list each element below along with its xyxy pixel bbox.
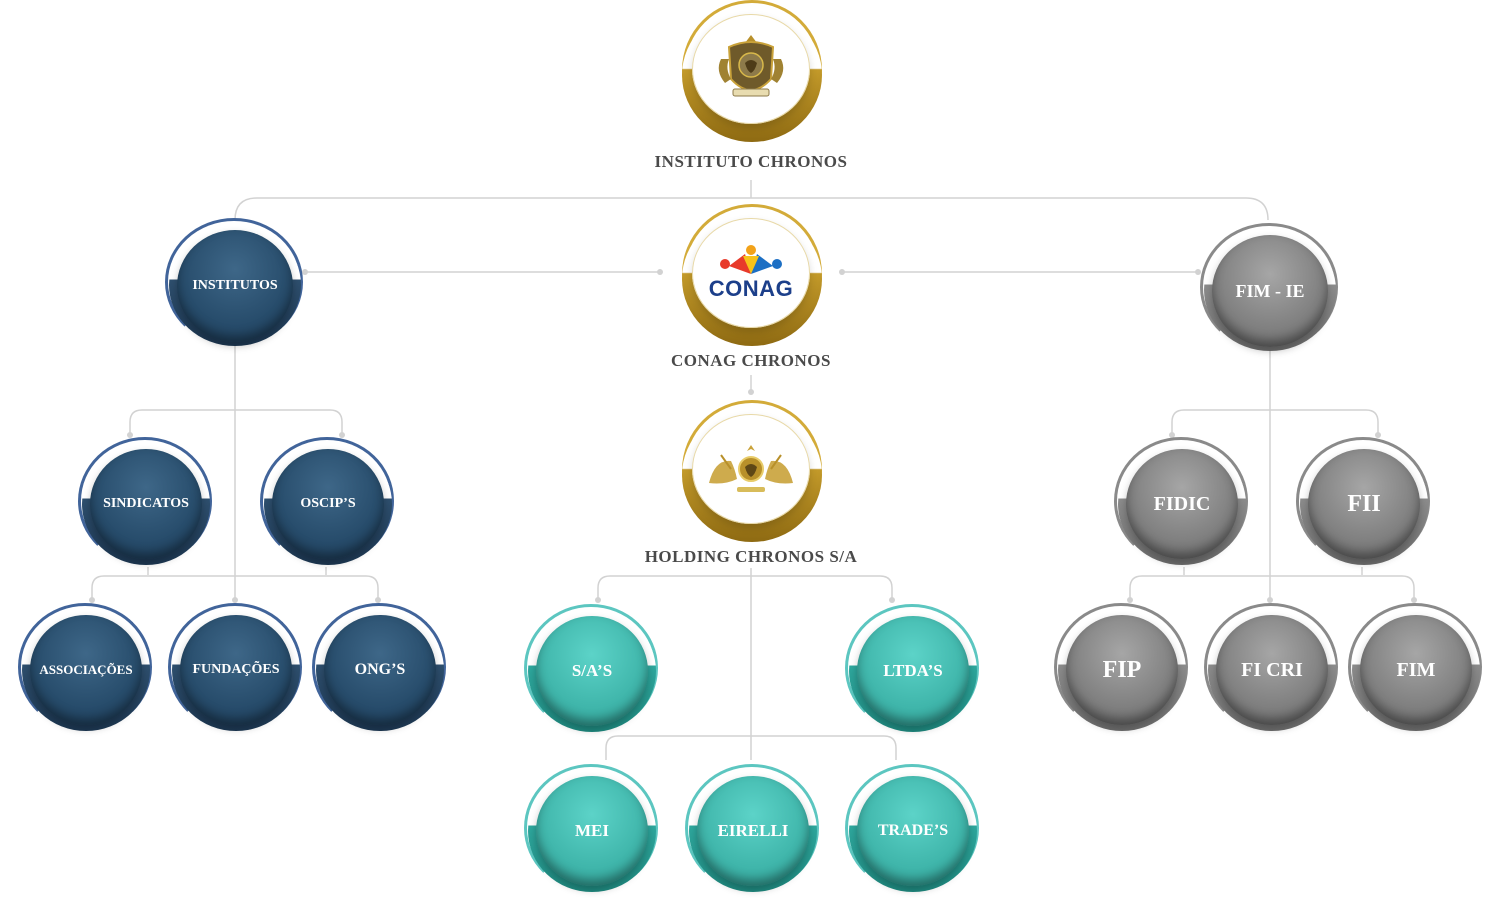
mei-label: MEI — [575, 821, 609, 840]
holding-chronos-label: HOLDING CHRONOS S/A — [644, 547, 858, 566]
institutos-label: INSTITUTOS — [192, 278, 278, 293]
holding-chronos-node[interactable] — [678, 400, 826, 542]
fi-cri-label: FI CRI — [1241, 658, 1303, 681]
mei-node[interactable]: MEI — [524, 764, 658, 894]
institutos-node[interactable]: INSTITUTOS — [165, 218, 305, 348]
sindicatos-node[interactable]: SINDICATOS — [78, 437, 212, 567]
sindicatos-label: SINDICATOS — [103, 496, 189, 511]
conag-chronos-node[interactable]: CONAG — [678, 204, 826, 346]
associacoes-node[interactable]: ASSOCIAÇÕES — [18, 603, 152, 733]
conag-people-logo-icon: CONAG — [709, 244, 793, 302]
conag-chronos-label: CONAG CHRONOS — [671, 351, 831, 370]
eirelli-label: EIRELLI — [717, 821, 789, 840]
ongs-label: ONG’S — [354, 661, 406, 678]
fi-cri-node[interactable]: FI CRI — [1204, 603, 1338, 733]
associacoes-label: ASSOCIAÇÕES — [39, 662, 133, 677]
crest-lion-emblem-icon — [711, 29, 791, 109]
trades-node[interactable]: TRADE’S — [845, 764, 979, 894]
instituto-chronos-label: INSTITUTO CHRONOS — [654, 152, 848, 171]
trades-label: TRADE’S — [877, 822, 949, 839]
fundacoes-node[interactable]: FUNDAÇÕES — [168, 603, 302, 733]
ltdas-node[interactable]: LTDA’S — [845, 604, 979, 734]
fidic-node[interactable]: FIDIC — [1114, 437, 1248, 567]
oscips-node[interactable]: OSCIP’S — [260, 437, 394, 567]
fundacoes-label: FUNDAÇÕES — [192, 662, 280, 677]
fii-label: FII — [1347, 490, 1381, 517]
fim-node[interactable]: FIM — [1348, 603, 1482, 733]
conag-logo-text: CONAG — [708, 276, 794, 301]
fip-label: FIP — [1102, 656, 1142, 683]
ltdas-label: LTDA’S — [883, 661, 943, 680]
fii-node[interactable]: FII — [1296, 437, 1430, 567]
fim-label: FIM — [1396, 658, 1436, 681]
crest-lions-emblem-icon — [701, 439, 801, 499]
eirelli-node[interactable]: EIRELLI — [685, 764, 819, 894]
fidic-label: FIDIC — [1153, 492, 1211, 515]
oscips-label: OSCIP’S — [300, 496, 356, 511]
instituto-chronos-node[interactable] — [678, 0, 826, 142]
fim-ie-label: FIM - IE — [1235, 280, 1305, 301]
ongs-node[interactable]: ONG’S — [312, 603, 446, 733]
fip-node[interactable]: FIP — [1054, 603, 1188, 733]
fim-ie-node[interactable]: FIM - IE — [1200, 223, 1340, 353]
sas-node[interactable]: S/A’S — [524, 604, 658, 734]
sas-label: S/A’S — [571, 661, 613, 680]
